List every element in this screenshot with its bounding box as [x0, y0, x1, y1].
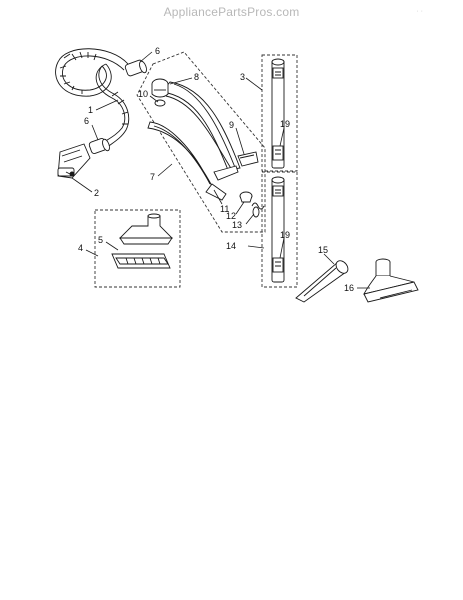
callout-3: 3	[240, 72, 245, 82]
site-watermark: AppliancePartsPros.com	[163, 5, 300, 19]
leader-3	[245, 77, 263, 91]
group-box-handle	[136, 51, 266, 233]
crevice-tool-icon	[295, 260, 349, 303]
callout-19b: 19	[280, 230, 290, 240]
leader-5	[105, 241, 119, 251]
button-icon	[239, 191, 253, 203]
callout-4: 4	[78, 243, 83, 253]
callout-7: 7	[150, 172, 155, 182]
leader-7	[157, 163, 173, 177]
swivel-icon	[151, 78, 169, 98]
leader-13	[245, 213, 255, 225]
hose-icon	[55, 48, 130, 151]
upholstery-brush-icon	[111, 253, 171, 269]
floor-tool-icon	[363, 258, 419, 303]
leader-1	[95, 99, 119, 111]
leader-19b	[279, 237, 285, 259]
callout-6a: 6	[155, 46, 160, 56]
spring-icon	[251, 202, 265, 218]
leader-2	[71, 177, 93, 193]
leader-15	[323, 253, 335, 265]
group-box-upholstery	[94, 209, 181, 288]
leader-12	[235, 201, 245, 215]
leader-11	[213, 189, 223, 205]
upholstery-tool-icon	[118, 213, 174, 245]
group-box-wand-upper	[261, 54, 298, 172]
callout-13: 13	[232, 220, 242, 230]
callout-10: 10	[138, 89, 148, 99]
handle-wand-icon	[147, 81, 259, 201]
corner-mark: · ·	[416, 8, 423, 15]
leader-14	[247, 245, 265, 249]
callout-2: 2	[94, 188, 99, 198]
hose-connector-icon	[57, 143, 91, 179]
leader-10	[149, 95, 159, 103]
callout-19a: 19	[280, 119, 290, 129]
leader-9	[235, 127, 245, 155]
callout-12: 12	[226, 211, 236, 221]
leader-4	[85, 249, 99, 257]
callout-6b: 6	[84, 116, 89, 126]
extension-wand-upper-icon	[271, 58, 285, 169]
leader-6a	[139, 51, 153, 63]
group-box-wand-lower	[261, 171, 298, 288]
callout-14: 14	[226, 241, 236, 251]
extension-wand-lower-icon	[271, 176, 285, 283]
leader-6b	[91, 124, 99, 141]
callout-9: 9	[229, 120, 234, 130]
callout-1: 1	[88, 105, 93, 115]
hose-cuff-icon	[88, 59, 147, 154]
leader-19a	[279, 127, 285, 147]
callout-11: 11	[220, 204, 229, 214]
callout-5: 5	[98, 235, 103, 245]
leader-8	[169, 77, 193, 85]
callout-8: 8	[194, 72, 199, 82]
callout-15: 15	[318, 245, 328, 255]
callout-16: 16	[344, 283, 354, 293]
